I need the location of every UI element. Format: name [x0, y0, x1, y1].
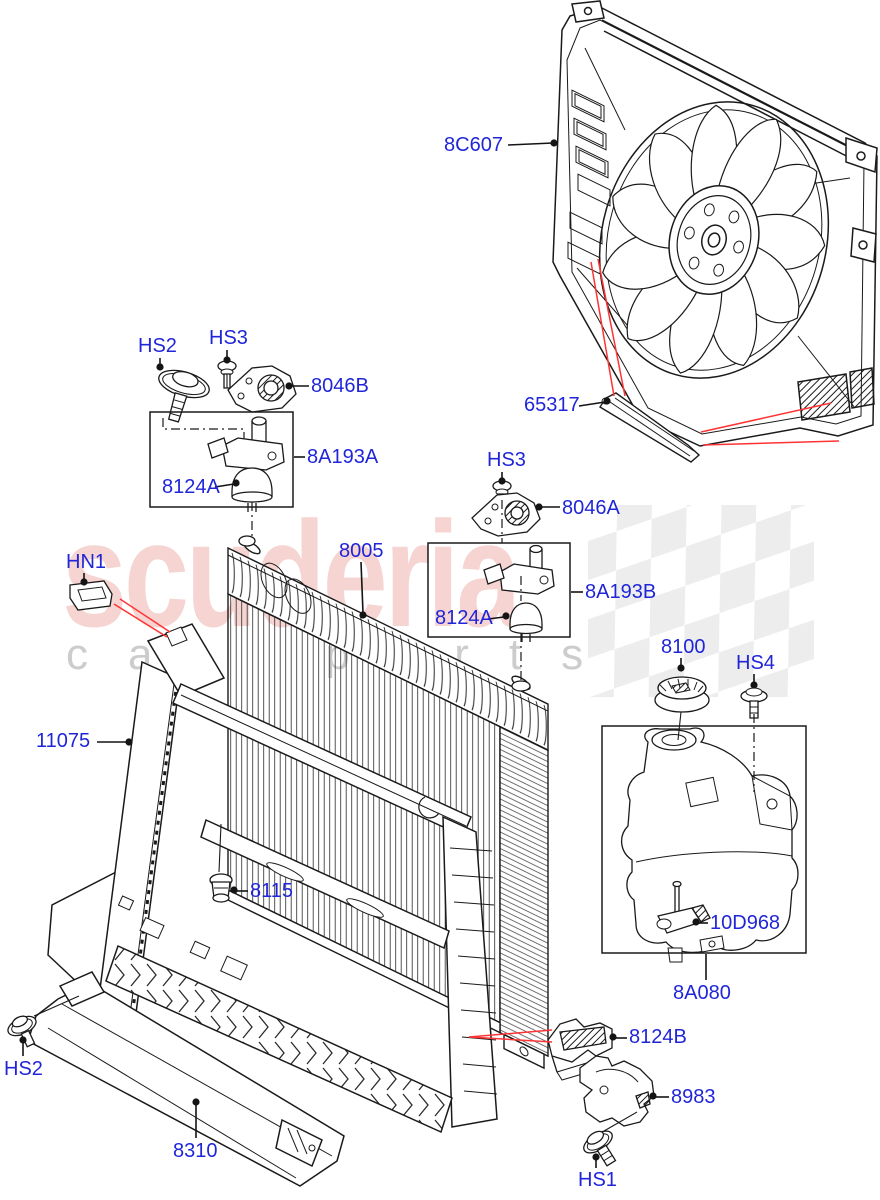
assembly-solid-lines	[34, 374, 681, 1131]
watermark-checkered-flag	[588, 505, 814, 697]
box-8a193b	[428, 543, 570, 637]
part-label-10d968: 10D968	[710, 912, 781, 934]
part-label-8c607: 8C607	[444, 134, 503, 156]
part-label-8983: 8983	[671, 1086, 716, 1108]
part-label-8310: 8310	[173, 1140, 218, 1162]
part-label-8124a-upper: 8124A	[162, 476, 220, 498]
box-8a080	[602, 726, 806, 953]
part-label-hs3-mid: HS3	[487, 449, 526, 471]
part-label-65317: 65317	[524, 394, 580, 416]
fan-shroud-drawing	[553, 1, 877, 446]
part-label-hs2-top: HS2	[138, 335, 177, 357]
part-label-hn1: HN1	[66, 551, 107, 573]
part-label-8124b: 8124B	[629, 1026, 687, 1048]
part-label-8115: 8115	[250, 880, 294, 902]
part-label-8046b: 8046B	[311, 375, 369, 397]
part-label-8a193a: 8A193A	[307, 446, 379, 468]
box-8a193a	[150, 412, 293, 507]
assembly-axis-lines	[163, 418, 754, 792]
part-label-hs3-top: HS3	[209, 327, 248, 349]
part-label-8005: 8005	[339, 540, 384, 562]
kit-boxes	[150, 412, 806, 953]
part-label-hs1: HS1	[578, 1169, 617, 1191]
deflector-drawing	[28, 972, 344, 1186]
part-label-hs4: HS4	[736, 652, 775, 674]
part-label-8100: 8100	[661, 636, 706, 658]
red-callout-lines	[114, 259, 839, 1042]
support-frame-drawing	[48, 624, 497, 1132]
part-label-8a193b: 8A193B	[585, 581, 657, 603]
leader-lines	[19, 139, 758, 1168]
part-label-8a080: 8A080	[673, 982, 731, 1004]
part-label-8046a: 8046A	[562, 497, 620, 519]
part-label-hs2-bottom: HS2	[4, 1058, 43, 1080]
part-label-8124a-lower: 8124A	[435, 607, 493, 629]
radiator-drawing	[228, 532, 548, 1071]
part-label-11075: 11075	[36, 730, 91, 752]
